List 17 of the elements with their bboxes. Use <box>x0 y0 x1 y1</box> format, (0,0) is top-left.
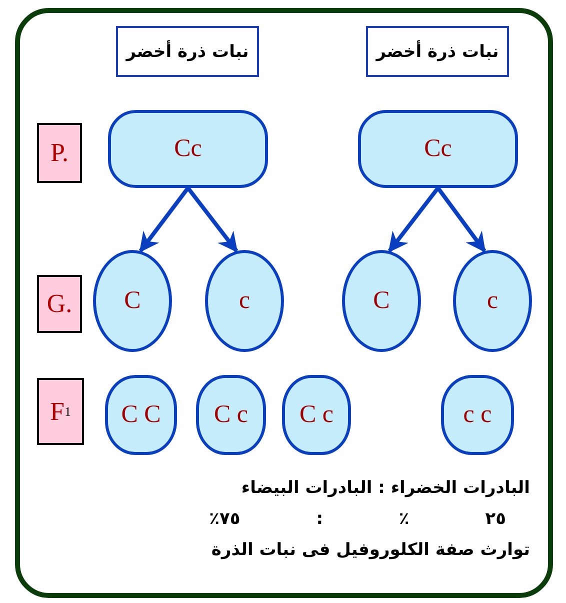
gamete-circle: C <box>342 250 421 352</box>
note-text: توارث صفة الكلوروفيل فى نبات الذرة <box>211 540 530 560</box>
arrow <box>388 186 440 253</box>
arrow <box>138 186 190 253</box>
arrow <box>186 186 238 253</box>
arrow <box>436 186 486 253</box>
gamete-circle: C <box>93 250 172 352</box>
note-text: ٢٥ ٪ : ٧٥٪ <box>209 509 506 529</box>
heading-box: نبات ذرة أخضر <box>366 26 509 77</box>
gamete-circle: c <box>453 250 532 352</box>
genotype-box: Cc <box>108 110 268 188</box>
gamete-circle: c <box>205 250 284 352</box>
heading-box: نبات ذرة أخضر <box>116 26 259 77</box>
note-text: البادرات الخضراء : البادرات البيضاء <box>241 478 530 498</box>
genotype-box: Cc <box>358 110 518 188</box>
generation-label: P. <box>37 123 82 183</box>
generation-label: G. <box>37 275 82 333</box>
